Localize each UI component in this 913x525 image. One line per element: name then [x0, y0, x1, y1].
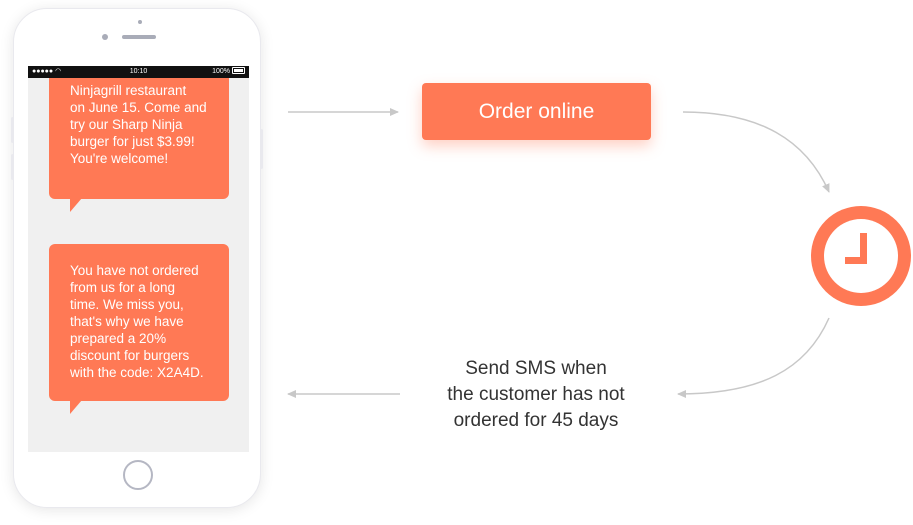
- clock-icon: [811, 206, 911, 306]
- phone-speaker: [122, 35, 156, 39]
- phone-side-button: [11, 117, 14, 143]
- arrow-order-to-clock: [682, 111, 830, 193]
- arrow-clock-to-sms: [677, 317, 830, 398]
- sms-trigger-caption: Send SMS when the customer has not order…: [447, 358, 625, 431]
- status-time: 10:10: [129, 68, 148, 75]
- signal-indicator: ●●●●● ◠: [32, 68, 62, 75]
- status-bar: ●●●●● ◠ 10:10 100%: [28, 66, 249, 78]
- phone-side-button: [11, 154, 14, 180]
- phone-home-button: [123, 460, 153, 490]
- sms-message-bubble: You have not ordered from us for a long …: [49, 244, 229, 414]
- phone-sensor: [102, 34, 108, 40]
- sms-message-text: You have not ordered from us for a long …: [70, 263, 204, 380]
- clock-minute-hand: [845, 257, 867, 264]
- battery-indicator: 100%: [212, 66, 245, 78]
- phone-mockup: ●●●●● ◠ 10:10 100% Ninjagrill restaurant…: [11, 8, 263, 508]
- phone-side-button: [260, 129, 263, 169]
- battery-percent: 100%: [212, 68, 230, 75]
- clock-hour-hand: [860, 233, 867, 264]
- bubble-tail: [70, 400, 82, 414]
- phone-camera: [138, 20, 142, 24]
- phone-screen: ●●●●● ◠ 10:10 100% Ninjagrill restaurant…: [28, 66, 249, 452]
- battery-icon: [232, 66, 245, 74]
- sms-message-text: Ninjagrill restaurant on June 15. Come a…: [70, 83, 207, 166]
- order-online-button[interactable]: Order online: [422, 83, 651, 140]
- bubble-tail: [70, 198, 82, 212]
- sms-message-bubble: Ninjagrill restaurant on June 15. Come a…: [49, 66, 229, 212]
